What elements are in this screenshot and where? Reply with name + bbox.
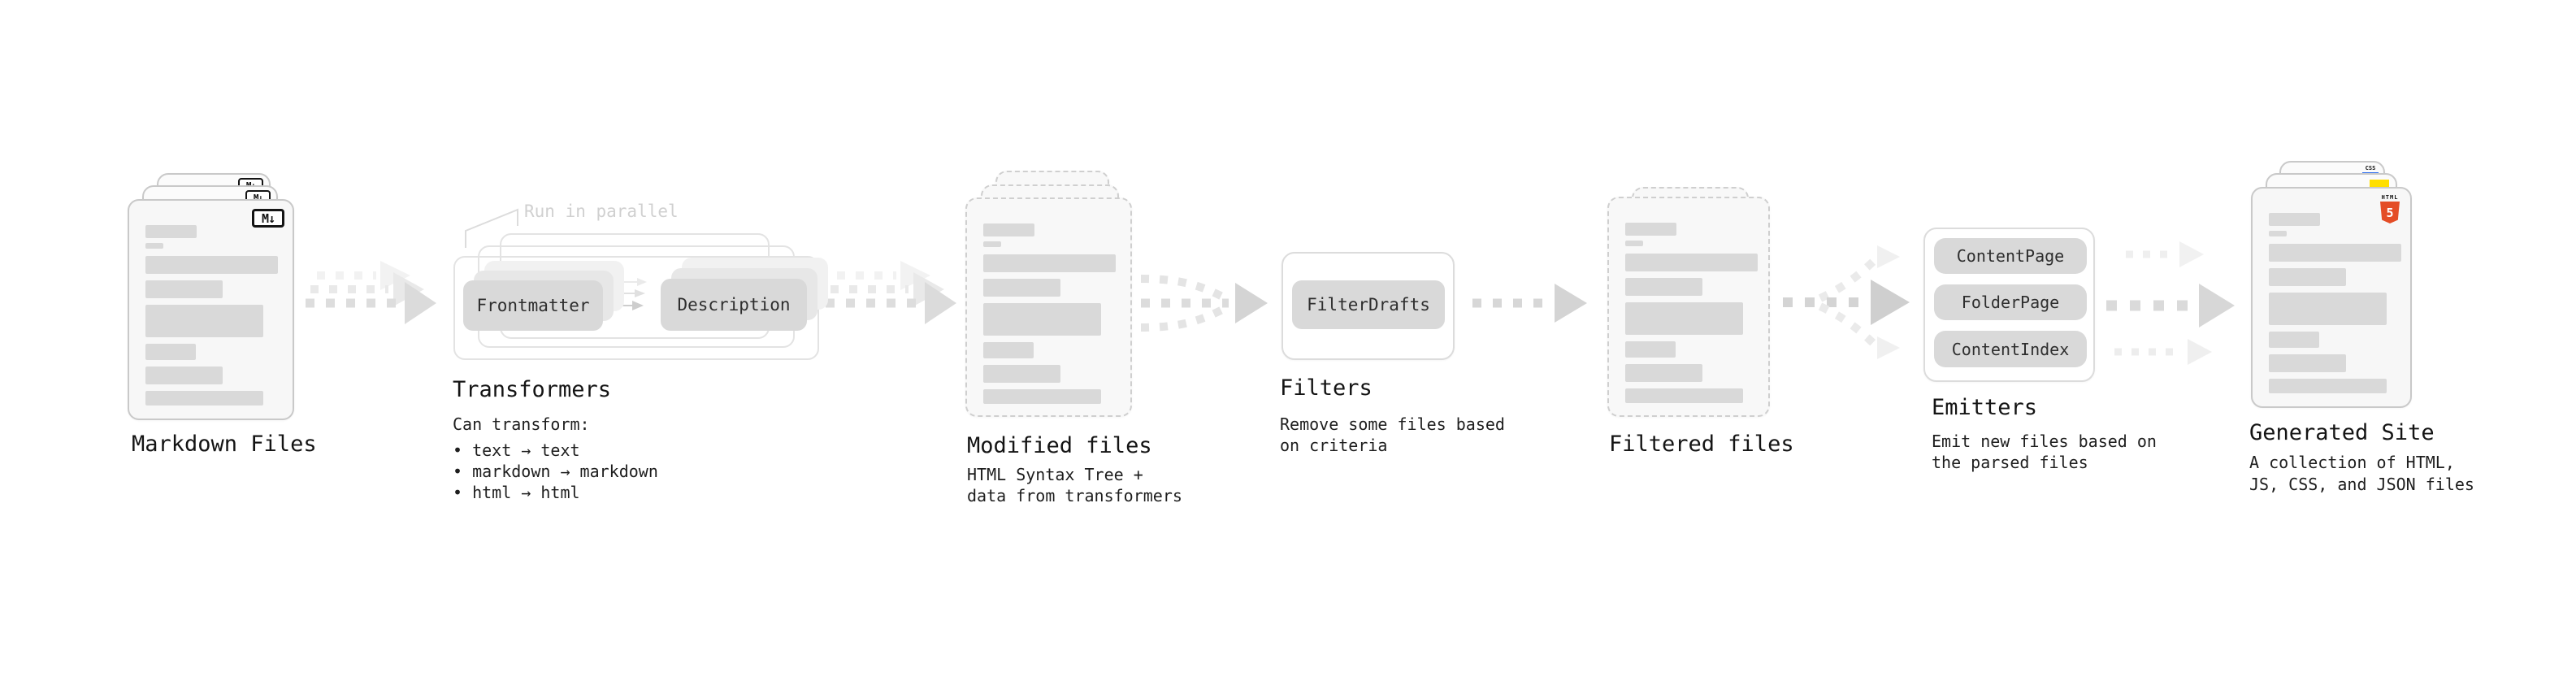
placeholder-line xyxy=(1625,278,1702,296)
placeholder-line xyxy=(983,303,1101,336)
desc-line: A collection of HTML, xyxy=(2249,453,2455,472)
modified-file-card xyxy=(965,197,1132,417)
stage-title-markdown-files: Markdown Files xyxy=(132,432,317,457)
run-in-parallel-label: Run in parallel xyxy=(524,202,679,221)
html5-shield: 5 xyxy=(2380,202,2400,223)
run-in-parallel-leader-line xyxy=(465,208,518,248)
desc-line: data from transformers xyxy=(967,486,1182,505)
placeholder-line xyxy=(983,241,1001,247)
stage-title-generated-site: Generated Site xyxy=(2249,420,2435,445)
markdown-file-card: M↓ xyxy=(128,199,294,420)
contentindex-box: ContentIndex xyxy=(1934,331,2087,367)
placeholder-line xyxy=(983,389,1101,404)
desc-line: • text → text xyxy=(453,440,580,460)
placeholder-line xyxy=(2269,213,2320,226)
placeholder-line xyxy=(983,342,1034,358)
arrow-transformers-to-modified xyxy=(826,261,956,324)
placeholder-line xyxy=(145,344,196,360)
stage-title-transformers: Transformers xyxy=(453,377,612,402)
js-icon xyxy=(2370,180,2389,189)
placeholder-line xyxy=(2269,354,2346,372)
folderpage-box: FolderPage xyxy=(1934,284,2087,320)
stage-desc-transformers: Can transform: • text → text • markdown … xyxy=(453,414,658,503)
stage-title-filtered-files: Filtered files xyxy=(1609,432,1794,457)
filtered-file-card xyxy=(1607,197,1770,417)
desc-line: • markdown → markdown xyxy=(453,462,658,481)
placeholder-line xyxy=(1625,254,1758,271)
desc-line: • html → html xyxy=(453,483,580,502)
placeholder-line xyxy=(2269,268,2346,286)
placeholder-line xyxy=(2269,293,2387,325)
filterdrafts-box: FilterDrafts xyxy=(1292,280,1445,329)
arrow-modified-to-filters-merge xyxy=(1140,275,1268,332)
arrow-emitters-to-site xyxy=(2106,241,2235,365)
stage-desc-modified-files: HTML Syntax Tree + data from transformer… xyxy=(967,464,1182,506)
desc-line: JS, CSS, and JSON files xyxy=(2249,475,2474,494)
arrow-markdown-to-transformers xyxy=(306,261,436,324)
desc-line: Can transform: xyxy=(453,414,590,434)
css-label: CSS xyxy=(2365,165,2376,171)
desc-line: Emit new files based on xyxy=(1932,432,2157,451)
placeholder-line xyxy=(1625,388,1743,403)
desc-line: HTML Syntax Tree + xyxy=(967,465,1143,484)
placeholder-line xyxy=(145,391,263,406)
site-file-card-html: HTML 5 xyxy=(2251,187,2412,408)
stage-title-emitters: Emitters xyxy=(1932,395,2038,420)
stage-title-filters: Filters xyxy=(1280,375,1373,401)
placeholder-line xyxy=(1625,302,1743,335)
desc-line: on criteria xyxy=(1280,436,1388,455)
contentpage-box: ContentPage xyxy=(1934,238,2087,274)
desc-line: Remove some files based xyxy=(1280,414,1505,434)
placeholder-line xyxy=(145,367,223,384)
stage-desc-filters: Remove some files based on criteria xyxy=(1280,414,1505,456)
markdown-icon: M↓ xyxy=(252,209,284,228)
placeholder-line xyxy=(1625,364,1702,382)
stage-title-modified-files: Modified files xyxy=(967,433,1152,458)
description-box: Description xyxy=(661,279,807,331)
placeholder-line xyxy=(145,280,223,298)
arrow-filters-to-filtered xyxy=(1472,284,1587,323)
placeholder-line xyxy=(983,365,1060,383)
placeholder-line xyxy=(983,223,1034,236)
placeholder-line xyxy=(145,225,197,238)
stage-desc-generated-site: A collection of HTML, JS, CSS, and JSON … xyxy=(2249,452,2474,496)
placeholder-line xyxy=(2269,244,2401,262)
placeholder-line xyxy=(145,256,278,274)
placeholder-line xyxy=(983,254,1116,272)
placeholder-line xyxy=(1625,223,1676,236)
placeholder-line xyxy=(145,305,263,337)
placeholder-line xyxy=(983,279,1060,297)
placeholder-line xyxy=(1625,241,1643,246)
placeholder-line xyxy=(2269,379,2387,393)
placeholder-line xyxy=(2269,332,2319,348)
html5-icon: HTML 5 xyxy=(2379,194,2400,223)
frontmatter-box: Frontmatter xyxy=(463,280,603,331)
placeholder-line xyxy=(1625,341,1676,358)
placeholder-line xyxy=(2269,231,2287,236)
desc-line: the parsed files xyxy=(1932,453,2088,472)
placeholder-line xyxy=(145,243,163,249)
html5-word: HTML xyxy=(2381,194,2399,201)
arrow-filtered-to-emitters-split xyxy=(1783,245,1910,359)
stage-desc-emitters: Emit new files based on the parsed files xyxy=(1932,431,2157,473)
